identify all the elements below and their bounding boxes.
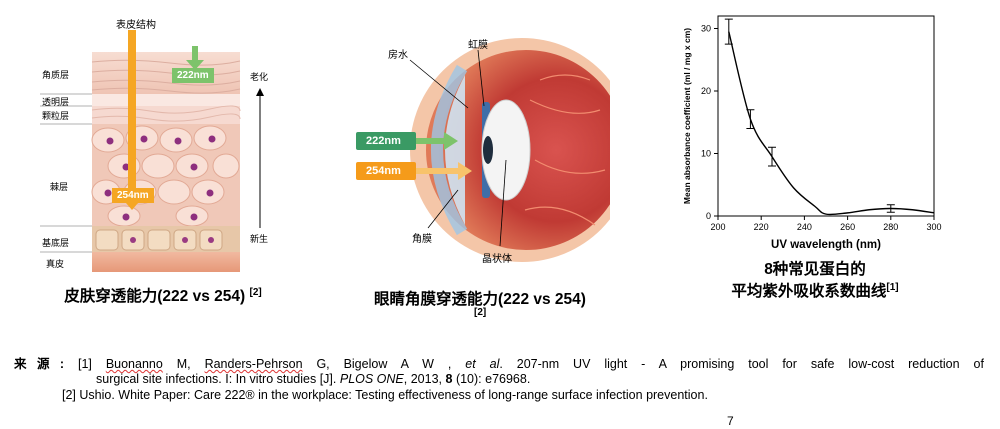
layer-label-lucidum: 透明层 [42, 98, 70, 108]
ref1-journal: PLOS ONE [339, 372, 404, 386]
x-axis-label: UV wavelength (nm) [771, 239, 881, 251]
ref1-issue: (10): e76968. [455, 372, 531, 386]
eye-caption-text: 眼睛角膜穿透能力(222 vs 254) [374, 291, 586, 308]
source-ref-2: [2] Ushio. White Paper: Care 222® in the… [62, 388, 708, 402]
chart-caption-line1: 8种常见蛋白的 [764, 261, 866, 278]
aging-label: 老化 [250, 73, 269, 83]
eye-figure: 房水 虹膜 角膜 晶状体 222nm 254nm [350, 10, 634, 280]
ref1-year: , 2013, [403, 372, 443, 386]
plot-frame [717, 15, 935, 217]
sources-label: 来源: [14, 357, 65, 371]
series-line [728, 31, 935, 216]
x-tick-label: 300 [926, 222, 941, 232]
y-tick-label: 0 [706, 211, 711, 221]
x-tick-label: 240 [797, 222, 812, 232]
ref1-author-3: G, Bigelow A W , [316, 357, 452, 371]
ref1-author-2: Randers-Pehrson [204, 357, 303, 371]
y-tick-label: 20 [701, 86, 711, 96]
eye-caption-ref: [2] [474, 307, 487, 318]
layer-label-spinosum: 棘层 [50, 183, 69, 193]
layer-label-dermis: 真皮 [46, 260, 65, 270]
ref1-number: [1] [77, 357, 92, 371]
y-tick-label: 30 [701, 24, 711, 34]
ref1-author-1-initial: M, [176, 357, 191, 371]
badge-254nm: 254nm [112, 188, 154, 203]
ref1-volume: 8 [445, 372, 453, 386]
ref1-author-1: Buonanno [105, 357, 163, 371]
iris-label: 虹膜 [468, 40, 488, 51]
skin-caption-text: 皮肤穿透能力(222 vs 254) [64, 288, 246, 305]
absorbance-chart: 200 220 240 260 280 300 0 10 20 30 UV wavelength (… [682, 15, 942, 251]
eye-caption: 眼睛角膜穿透能力(222 vs 254) [345, 287, 615, 309]
x-tick-label: 260 [840, 222, 855, 232]
eye-badge-254nm: 254nm [366, 165, 401, 177]
x-tick-label: 200 [710, 222, 725, 232]
skin-top-label: 表皮结构 [116, 20, 156, 31]
layer-label-basal: 基底层 [42, 239, 70, 249]
chart-caption-line2: 平均紫外吸收系数曲线 [731, 283, 887, 301]
source-ref-1: 来源: [1] Buonanno M, Randers-Pehrson G, B… [14, 357, 984, 372]
chart-caption: 8种常见蛋白的 平均紫外吸收系数曲线[1] [710, 261, 920, 301]
badge-222nm: 222nm [172, 68, 214, 83]
skin-diagram [40, 30, 264, 272]
cornea-label: 角膜 [412, 234, 432, 245]
page-number: 7 [727, 414, 734, 428]
layer-label-granulosum: 颗粒层 [42, 112, 70, 122]
new-growth-label: 新生 [250, 235, 269, 245]
ref1-et-al: et al [465, 357, 500, 371]
x-tick-label: 220 [754, 222, 769, 232]
eye-badge-222nm: 222nm [366, 135, 401, 147]
y-axis-label: Mean absorbance coefficient (ml / mg x c… [682, 28, 692, 204]
ref1-title-cont: surgical site infections. I: In vitro st… [96, 372, 337, 386]
aqueous-label: 房水 [388, 50, 408, 61]
source-ref-1-line2: surgical site infections. I: In vitro st… [96, 372, 530, 387]
ref1-title: . 207-nm UV light - A promising tool for… [499, 357, 984, 371]
chart-caption-ref: [1] [886, 282, 899, 293]
y-tick-label: 10 [701, 149, 711, 159]
layer-label-corneum: 角质层 [42, 71, 70, 81]
skin-caption-ref: [2] [249, 286, 262, 298]
skin-caption: 皮肤穿透能力(222 vs 254) [2] [38, 284, 288, 306]
lens-label: 晶状体 [482, 254, 512, 265]
eye-diagram [356, 38, 634, 262]
x-tick-label: 280 [883, 222, 898, 232]
skin-figure: 表皮结构 角质层 透明层 颗粒层 棘层 基底层 真皮 222nm 254nm 老… [40, 10, 280, 275]
